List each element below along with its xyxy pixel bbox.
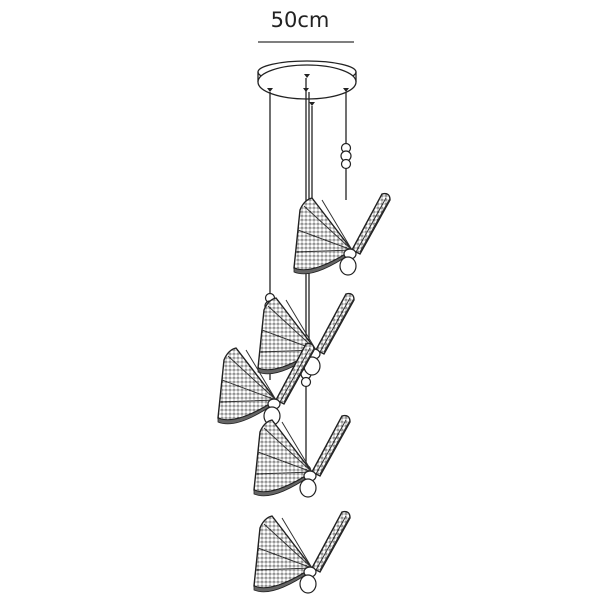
- suspension-cables: [269, 78, 347, 490]
- dimension-label: 50cm: [270, 8, 330, 32]
- butterfly-pendant-5: [253, 510, 351, 594]
- butterfly-pendant-4: [253, 414, 351, 498]
- butterfly-pendant-1: [293, 192, 391, 276]
- ceiling-canopy: [257, 60, 357, 106]
